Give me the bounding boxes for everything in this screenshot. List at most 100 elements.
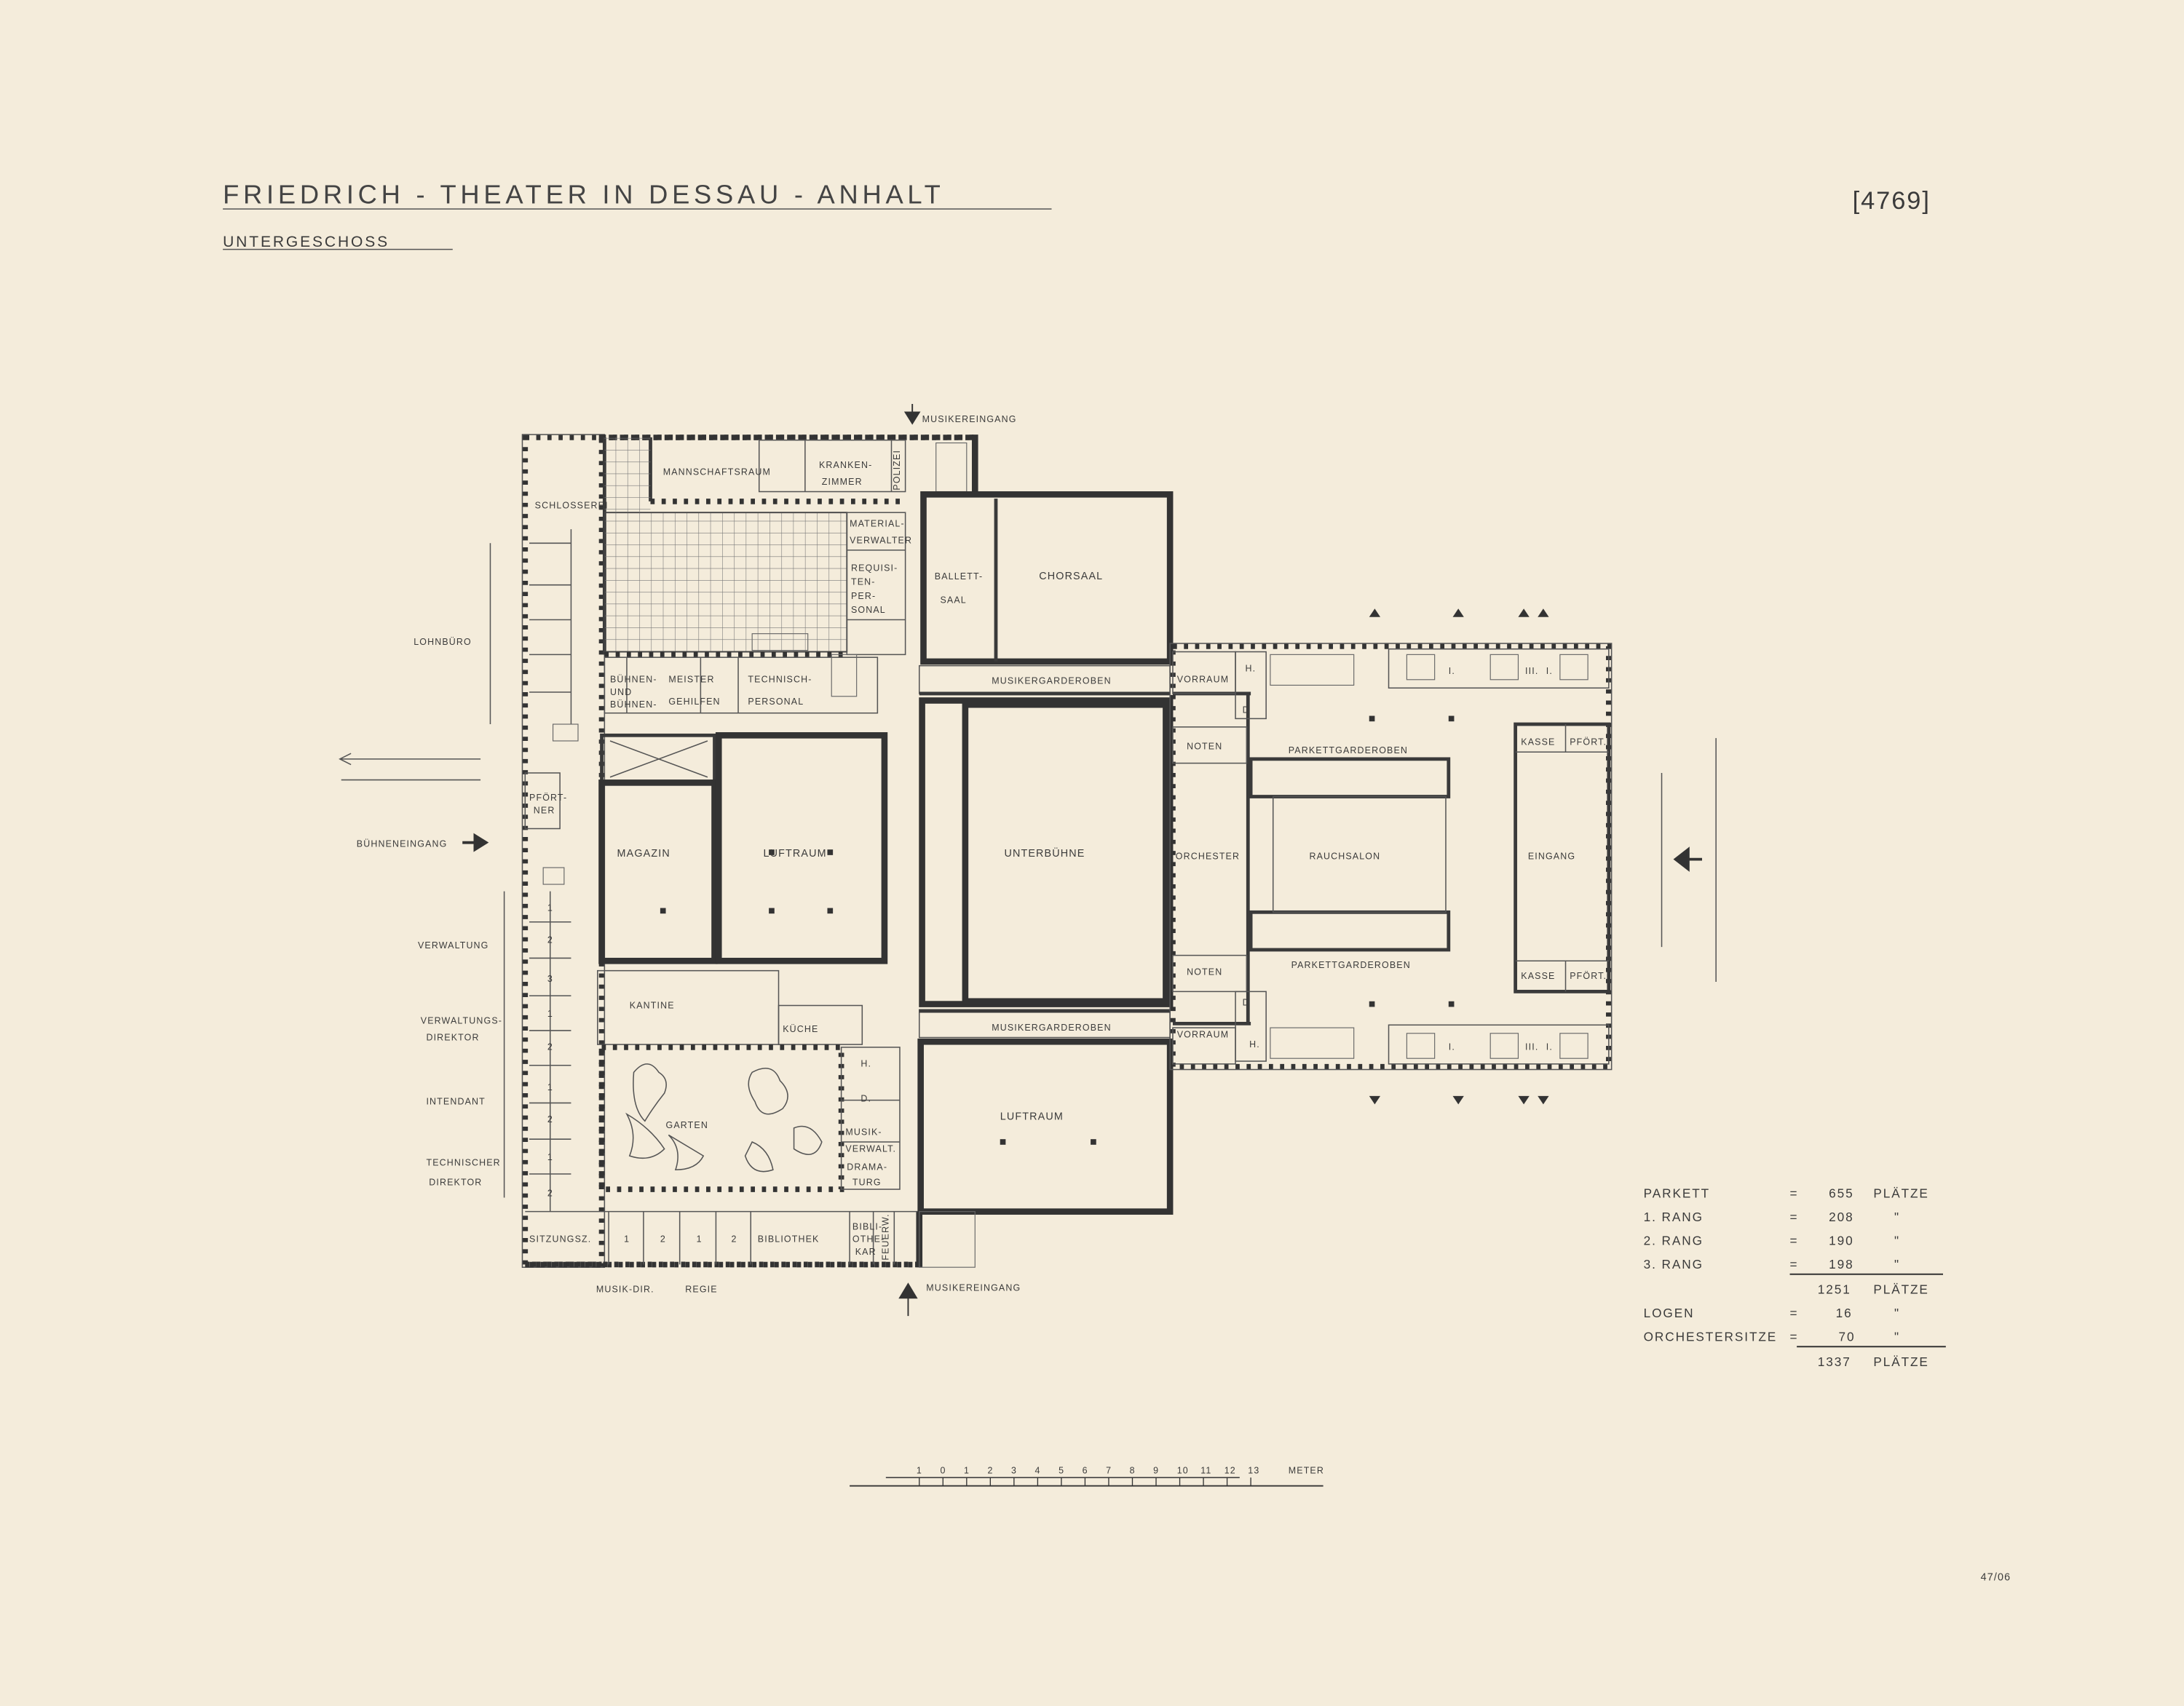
seating-unit: ": [1894, 1257, 1900, 1271]
room-d-bottom: D: [1243, 998, 1250, 1008]
room-vorraum-top: VORRAUM: [1177, 675, 1230, 685]
scale-tick-label: 8: [1130, 1465, 1136, 1475]
seating-unit: ": [1894, 1306, 1900, 1320]
label-musikereingang-bottom: MUSIKEREINGANG: [926, 1283, 1021, 1293]
label-musikereingang-top: MUSIKEREINGANG: [922, 414, 1017, 424]
room-schlosserei: SCHLOSSEREI: [535, 500, 609, 510]
room-materialverwalter-2: VERWALTER: [850, 535, 912, 545]
arrow-down-icon: [903, 403, 921, 425]
label-technischer-direktor: TECHNISCHER: [426, 1158, 500, 1168]
room-noten-top: NOTEN: [1187, 741, 1222, 751]
room-d-left: D.: [860, 1094, 871, 1104]
stair-mark-bottom-1: I.: [1449, 1042, 1455, 1052]
room-musikergarderoben-top: MUSIKERGARDEROBEN: [992, 676, 1111, 686]
drawing-title: FRIEDRICH - THEATER IN DESSAU - ANHALT: [223, 179, 945, 209]
room-feuerwehr: FEUERW.: [881, 1213, 891, 1260]
seating-label-rang1: 1. RANG: [1644, 1210, 1704, 1224]
foyer-block: [1169, 643, 1613, 1071]
arrow-left-icon: [339, 753, 481, 781]
room-parkettgarderoben-top: PARKETTGARDEROBEN: [1289, 745, 1408, 755]
label-lohnbuero: LOHNBÜRO: [414, 637, 472, 647]
garden-trees-icon: [625, 1063, 823, 1173]
room-rauchsalon: RAUCHSALON: [1309, 852, 1380, 862]
room-requisiten-4: SONAL: [851, 605, 886, 615]
seating-value-rang3: 198: [1829, 1257, 1853, 1271]
seating-unit: ": [1894, 1234, 1900, 1248]
scale-tick-label: 6: [1083, 1465, 1088, 1475]
room-h-left: H.: [860, 1059, 871, 1069]
room-requisiten-3: PER-: [851, 591, 876, 601]
room-krankenzimmer-2: ZIMMER: [822, 477, 863, 487]
room-meister-2: GEHILFEN: [668, 697, 720, 707]
seating-value-parkett: 655: [1829, 1186, 1853, 1201]
office-number: 2: [731, 1234, 737, 1245]
scale-tick-label: 10: [1177, 1465, 1189, 1475]
room-meister: MEISTER: [668, 675, 714, 685]
seating-eq: =: [1790, 1234, 1799, 1248]
scale-tick-label: 2: [988, 1465, 994, 1475]
seating-subtotal-value: 1251: [1818, 1282, 1851, 1297]
stair-mark-top-3: I.: [1546, 666, 1553, 676]
room-technisch-2: PERSONAL: [748, 697, 804, 707]
office-number: 3: [547, 974, 553, 984]
room-kasse-bottom: KASSE: [1521, 971, 1555, 981]
room-requisiten: REQUISI-: [851, 563, 898, 574]
room-bibliothekar: BIBLI-: [852, 1222, 882, 1232]
label-verwaltung: VERWALTUNG: [418, 940, 489, 951]
seating-value-logen: 16: [1836, 1306, 1853, 1320]
scale-tick-label: 0: [940, 1465, 946, 1475]
stair-mark-bottom-3: I.: [1546, 1042, 1553, 1052]
room-musikergarderoben-bottom: MUSIKERGARDEROBEN: [992, 1023, 1111, 1033]
label-buehneneingang: BÜHNENEINGANG: [357, 838, 448, 849]
room-chorsaal: CHORSAAL: [1039, 571, 1103, 582]
room-pfoertner-2: NER: [534, 805, 555, 815]
office-number: 1: [547, 1082, 553, 1092]
room-luftraum-left: LUFTRAUM: [763, 848, 826, 860]
room-d-top: D: [1243, 705, 1250, 715]
office-number: 1: [624, 1234, 630, 1245]
seating-label-rang3: 3. RANG: [1644, 1257, 1704, 1271]
room-mannschaftsraum: MANNSCHAFTSRAUM: [663, 467, 771, 477]
room-pfoertner: PFÖRT-: [529, 793, 567, 803]
office-number: 2: [547, 1114, 553, 1124]
room-sitzungszimmer: SITZUNGSZ.: [529, 1234, 591, 1245]
center-block: [917, 491, 1174, 1268]
arrow-right-icon: [462, 833, 489, 852]
room-kueche: KÜCHE: [783, 1024, 818, 1034]
room-ballettsaal: BALLETT-: [935, 571, 983, 582]
drawing-number: [4769]: [1853, 187, 1931, 215]
label-regie: REGIE: [685, 1285, 717, 1295]
office-number: 2: [547, 1189, 553, 1199]
office-numbers: 1 2 3 1 2 1 2 1 2 1 2 1 2: [547, 902, 737, 1245]
room-kasse-top: KASSE: [1521, 737, 1555, 747]
seating-eq: =: [1790, 1257, 1799, 1271]
stair-mark-top-1: I.: [1449, 666, 1455, 676]
office-number: 1: [547, 902, 553, 913]
room-bibliothekar-2: OTHE-: [852, 1234, 885, 1245]
label-verwaltungsdirektor: VERWALTUNGS-: [421, 1015, 502, 1025]
seating-eq: =: [1790, 1186, 1799, 1201]
scale-tick-label: 9: [1153, 1465, 1159, 1475]
scale-tick-label: 3: [1011, 1465, 1017, 1475]
upper-block: [542, 437, 968, 885]
small-arrow-icons: [1369, 608, 1549, 1105]
seating-value-rang2: 190: [1829, 1234, 1853, 1248]
entrance-arrows: [339, 403, 1717, 1317]
seating-subtotal-unit: PLÄTZE: [1873, 1282, 1929, 1297]
room-materialverwalter: MATERIAL-: [850, 518, 905, 528]
seating-eq: =: [1790, 1306, 1799, 1320]
scale-tick-label: 12: [1224, 1465, 1236, 1475]
room-buehnen-2: UND: [610, 687, 632, 697]
room-luftraum-bottom: LUFTRAUM: [1000, 1111, 1064, 1122]
seating-total-unit: PLÄTZE: [1873, 1354, 1929, 1369]
stage-area-left: [597, 732, 901, 1192]
office-number: 2: [547, 1042, 553, 1052]
scale-tick-label: 7: [1106, 1465, 1112, 1475]
scale-tick-label: 1: [917, 1465, 922, 1475]
room-kantine: KANTINE: [630, 1000, 675, 1010]
room-h-bottom: H.: [1249, 1039, 1260, 1050]
label-musik-dir: MUSIK-DIR.: [596, 1285, 654, 1295]
